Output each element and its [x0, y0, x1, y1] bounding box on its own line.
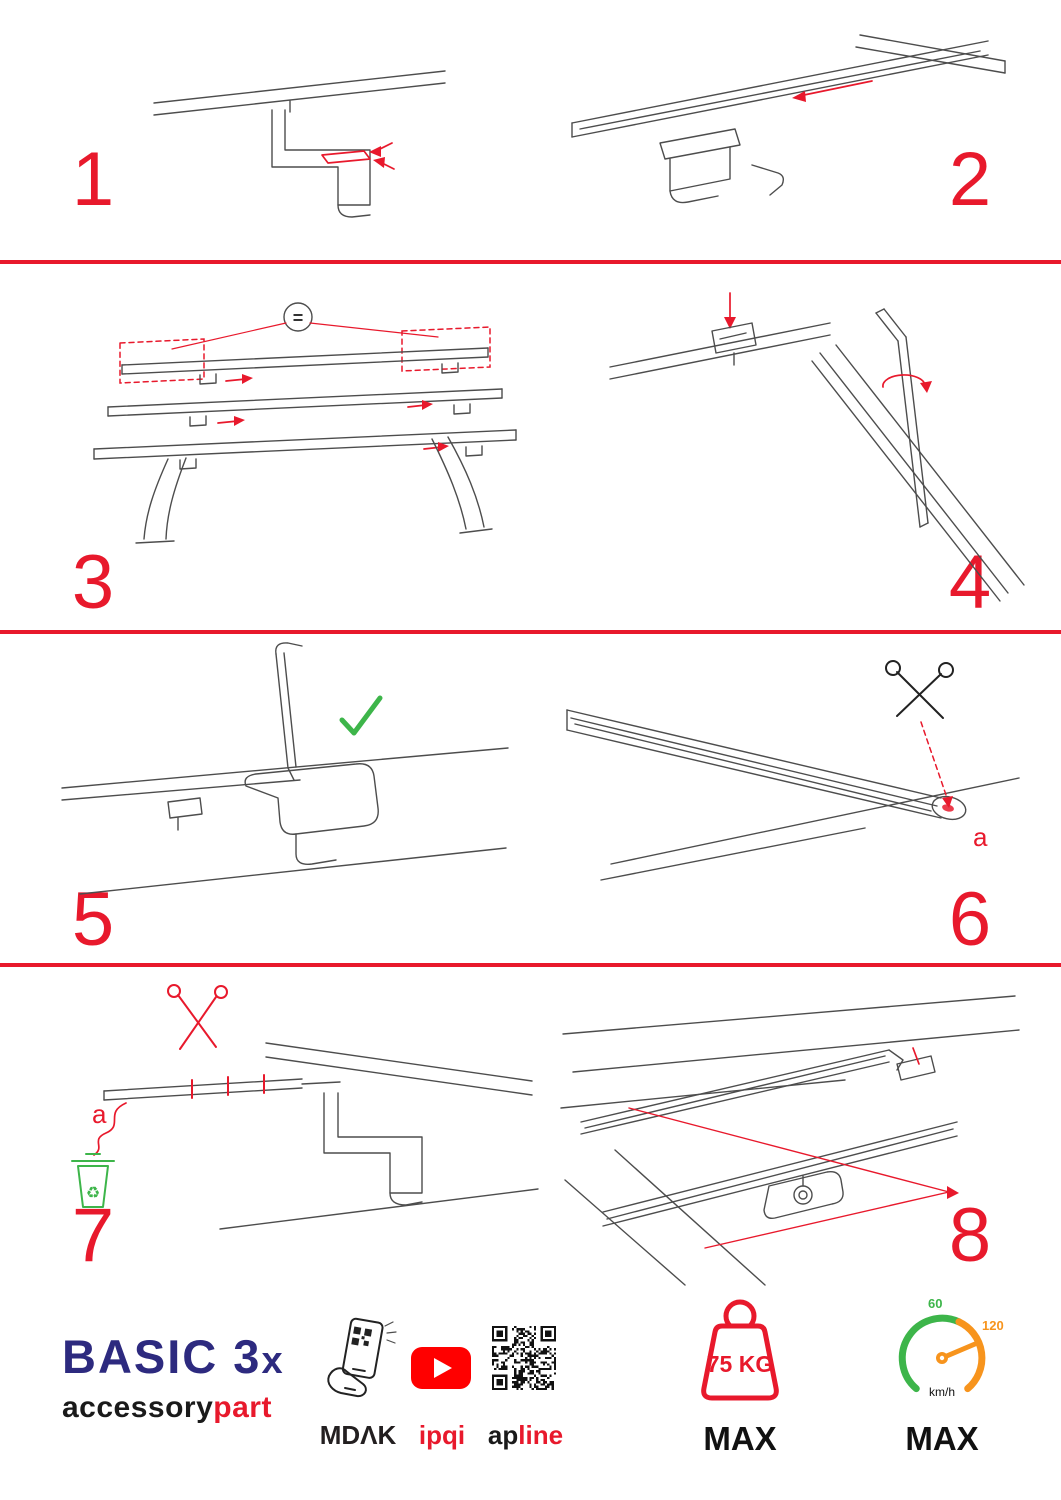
qr-code-modules — [492, 1326, 556, 1390]
trash-icon — [71, 1153, 115, 1208]
app-brand-label: MDΛK — [319, 1420, 397, 1450]
step3-illustration: = — [93, 302, 517, 544]
max-load-value: 75 KG — [707, 1351, 773, 1377]
max-speed-label: MAX — [905, 1420, 979, 1457]
knob-bolt-icon — [763, 1170, 844, 1220]
section-divider — [0, 260, 1061, 264]
recycle-icon: ♻ — [86, 1185, 100, 1202]
step5-illustration — [61, 642, 509, 895]
step-5-number: 5 — [71, 877, 115, 962]
step6-illustration: a — [566, 660, 1020, 881]
cut-length-label: a — [973, 822, 988, 852]
youtube-play-icon — [411, 1347, 471, 1389]
step4-illustration — [609, 292, 1025, 602]
step8-illustration — [560, 995, 1020, 1286]
weight-icon: 75 KG — [701, 1299, 779, 1401]
video-channel-label: ipqi — [418, 1420, 466, 1450]
scissors-icon — [885, 660, 954, 719]
hex-key-icon — [875, 308, 929, 528]
product-logo: BASIC 3x accessorypart — [62, 1332, 292, 1425]
step-1-panel — [140, 55, 460, 245]
section-divider — [0, 963, 1061, 967]
youtube-icon — [410, 1346, 472, 1390]
section-divider — [0, 630, 1061, 634]
offcut-label: a — [92, 1099, 107, 1129]
step-8-number: 8 — [948, 1193, 992, 1278]
speedometer-icon: 60 120 km/h — [898, 1296, 1004, 1399]
check-icon — [339, 695, 383, 736]
step-4-panel — [580, 275, 1025, 625]
step-2-number: 2 — [948, 137, 992, 222]
equal-spacing-label: = — [293, 308, 304, 328]
qr-brand-label: apline — [487, 1420, 564, 1450]
step-3-panel: = — [50, 285, 550, 570]
step-1-number: 1 — [71, 137, 115, 222]
phone-in-hand-icon — [327, 1317, 397, 1398]
step-7-number: 7 — [71, 1193, 115, 1278]
step2-illustration — [571, 34, 1006, 204]
qr-code — [492, 1326, 556, 1390]
speed-high-label: 120 — [982, 1318, 1004, 1333]
max-load-label: MAX — [703, 1420, 777, 1457]
step-4-number: 4 — [948, 540, 992, 625]
scissors-icon — [167, 984, 228, 1050]
step-6-panel: a — [545, 650, 1025, 915]
step-6-number: 6 — [948, 877, 992, 962]
qr-code-icon — [492, 1326, 556, 1390]
product-name: BASIC 3x — [62, 1330, 285, 1383]
step-8-panel — [545, 980, 1025, 1290]
step1-illustration — [153, 70, 446, 218]
step-3-number: 3 — [71, 540, 115, 625]
step7-illustration: a ♻ — [71, 984, 539, 1230]
speed-low-label: 60 — [928, 1296, 942, 1311]
step-5-panel — [50, 640, 520, 910]
max-load-icon: 75 KG — [678, 1296, 802, 1410]
speed-unit-label: km/h — [929, 1385, 955, 1399]
max-speed-icon: 60 120 km/h — [882, 1294, 1004, 1412]
step-2-panel — [520, 25, 1020, 240]
scan-app-icon — [315, 1317, 403, 1410]
brand-name: accessorypart — [62, 1390, 272, 1424]
step-7-panel: a ♻ — [40, 984, 540, 1240]
